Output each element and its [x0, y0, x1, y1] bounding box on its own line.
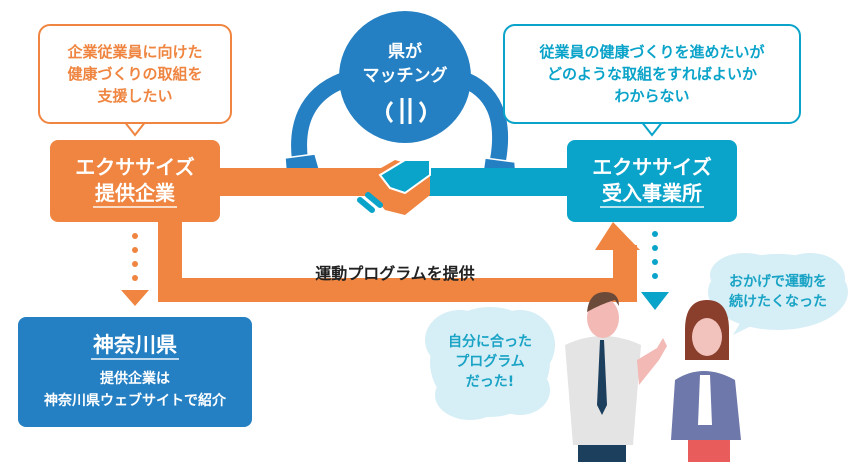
program-arrow: [158, 222, 637, 302]
receiver-bubble: 従業員の健康づくりを進めたいが どのような取組をすればよいか わからない: [503, 24, 801, 124]
man-cloud-text: 自分に合った プログラム だった!: [448, 334, 532, 390]
prefecture-title: 神奈川県: [91, 332, 179, 360]
matching-circle: [339, 11, 471, 143]
man-figure: [565, 292, 667, 462]
program-arrowhead: [595, 222, 640, 250]
provider-bubble: 企業従業員に向けた 健康づくりの取組を 支援したい: [38, 24, 232, 124]
matching-text: 県が マッチング: [345, 40, 465, 88]
provider-box-line1: エクササイズ: [75, 155, 195, 179]
man-cloud: [425, 307, 555, 420]
prefecture-line2: 神奈川県ウェブサイトで紹介: [44, 393, 226, 409]
woman-figure: [671, 300, 741, 462]
program-label: 運動プログラムを提供: [315, 264, 475, 283]
woman-cloud-text: おかげで運動を 続けたくなった: [729, 274, 827, 310]
prefecture-line1: 提供企業は: [100, 371, 170, 387]
receiver-bar: [420, 168, 570, 196]
provider-box: エクササイズ 提供企業: [50, 140, 220, 222]
receiver-box-line1: エクササイズ: [592, 155, 712, 179]
provider-bubble-tail: [123, 120, 147, 137]
kanagawa-emblem-icon: [386, 98, 426, 124]
provider-bar: [215, 168, 385, 196]
matching-line1: 県が: [388, 42, 422, 62]
handshake-icon: [357, 159, 431, 215]
teal-dotted-arrow: [641, 231, 669, 310]
left-arm: [291, 70, 358, 168]
provider-box-line2: 提供企業: [93, 180, 177, 208]
woman-cloud: [708, 253, 848, 335]
receiver-bubble-tail: [640, 120, 664, 137]
orange-dotted-arrow: [121, 233, 149, 306]
receiver-box: エクササイズ 受入事業所: [567, 140, 737, 222]
prefecture-box: 神奈川県 提供企業は 神奈川県ウェブサイトで紹介: [18, 317, 252, 427]
matching-line2: マッチング: [362, 66, 448, 86]
receiver-box-line2: 受入事業所: [600, 180, 704, 208]
